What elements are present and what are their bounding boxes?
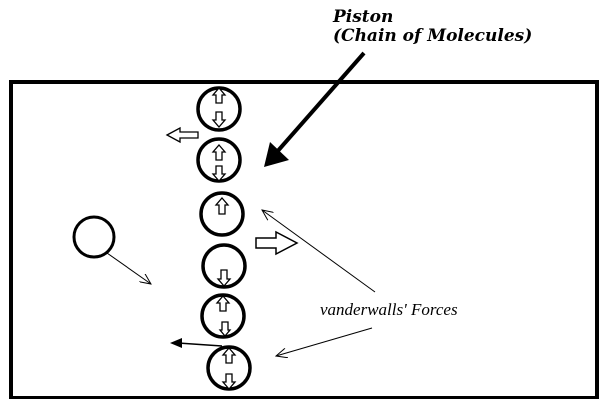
up-arrow-icon (215, 295, 231, 312)
free-molecule (72, 215, 116, 259)
left-arrow-icon (170, 338, 223, 348)
force-pointer-lower (276, 327, 373, 356)
piston-sublabel: (Chain of Molecules) (333, 26, 533, 46)
up-arrow-icon (211, 87, 227, 104)
container-box (9, 80, 599, 399)
down-arrow-icon (221, 373, 237, 390)
left-arrow-icon (165, 126, 199, 144)
down-arrow-icon (218, 321, 232, 338)
down-arrow-icon (211, 165, 227, 182)
force-pointer-upper (262, 210, 376, 293)
vanderwaals-forces-label: vanderwalls' Forces (320, 300, 458, 319)
down-arrow-icon (216, 269, 232, 287)
right-arrow-icon (255, 230, 299, 256)
up-arrow-icon (221, 347, 237, 364)
piston-label: Piston (333, 7, 394, 27)
molecule-chain (196, 86, 252, 391)
down-arrow-icon (211, 111, 227, 128)
piston-pointer-arrow (264, 51, 366, 167)
free-molecule-motion-arrow (106, 252, 151, 284)
up-arrow-icon (214, 197, 230, 215)
up-arrow-icon (211, 144, 227, 161)
chain-molecule-4 (201, 243, 247, 289)
chain-molecule-5 (200, 293, 246, 339)
